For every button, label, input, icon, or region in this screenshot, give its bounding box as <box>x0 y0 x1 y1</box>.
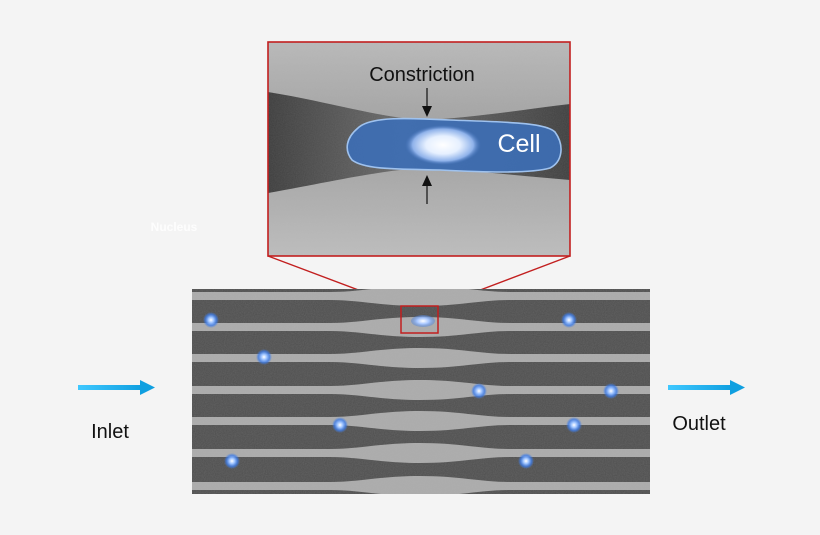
inlet-label: Inlet <box>91 421 129 443</box>
cell-dot <box>471 383 487 399</box>
right-arrow-icon <box>668 380 745 395</box>
constricted-cell-dot <box>411 315 435 327</box>
cell-dot <box>603 383 619 399</box>
channel-array <box>192 289 650 494</box>
cell-dot <box>332 417 348 433</box>
cell-label: Cell <box>497 130 540 158</box>
constriction-label: Constriction <box>369 64 475 86</box>
cell-nucleus <box>405 125 481 165</box>
up-arrow-icon <box>422 175 432 204</box>
right-arrow-icon <box>78 380 155 395</box>
zoom-inset <box>268 42 570 256</box>
cell-dot <box>203 312 219 328</box>
cell-dot <box>561 312 577 328</box>
zoom-inset-frame <box>267 41 571 257</box>
cell-dot <box>518 453 534 469</box>
cell-dot <box>566 417 582 433</box>
down-arrow-icon <box>422 88 432 117</box>
cell-dot <box>224 453 240 469</box>
outlet-label: Outlet <box>672 413 726 435</box>
cell-dot <box>256 349 272 365</box>
cell-dots <box>203 312 619 469</box>
zoom-selection-box <box>400 305 439 334</box>
nucleus-label: Nucleus <box>151 220 198 234</box>
